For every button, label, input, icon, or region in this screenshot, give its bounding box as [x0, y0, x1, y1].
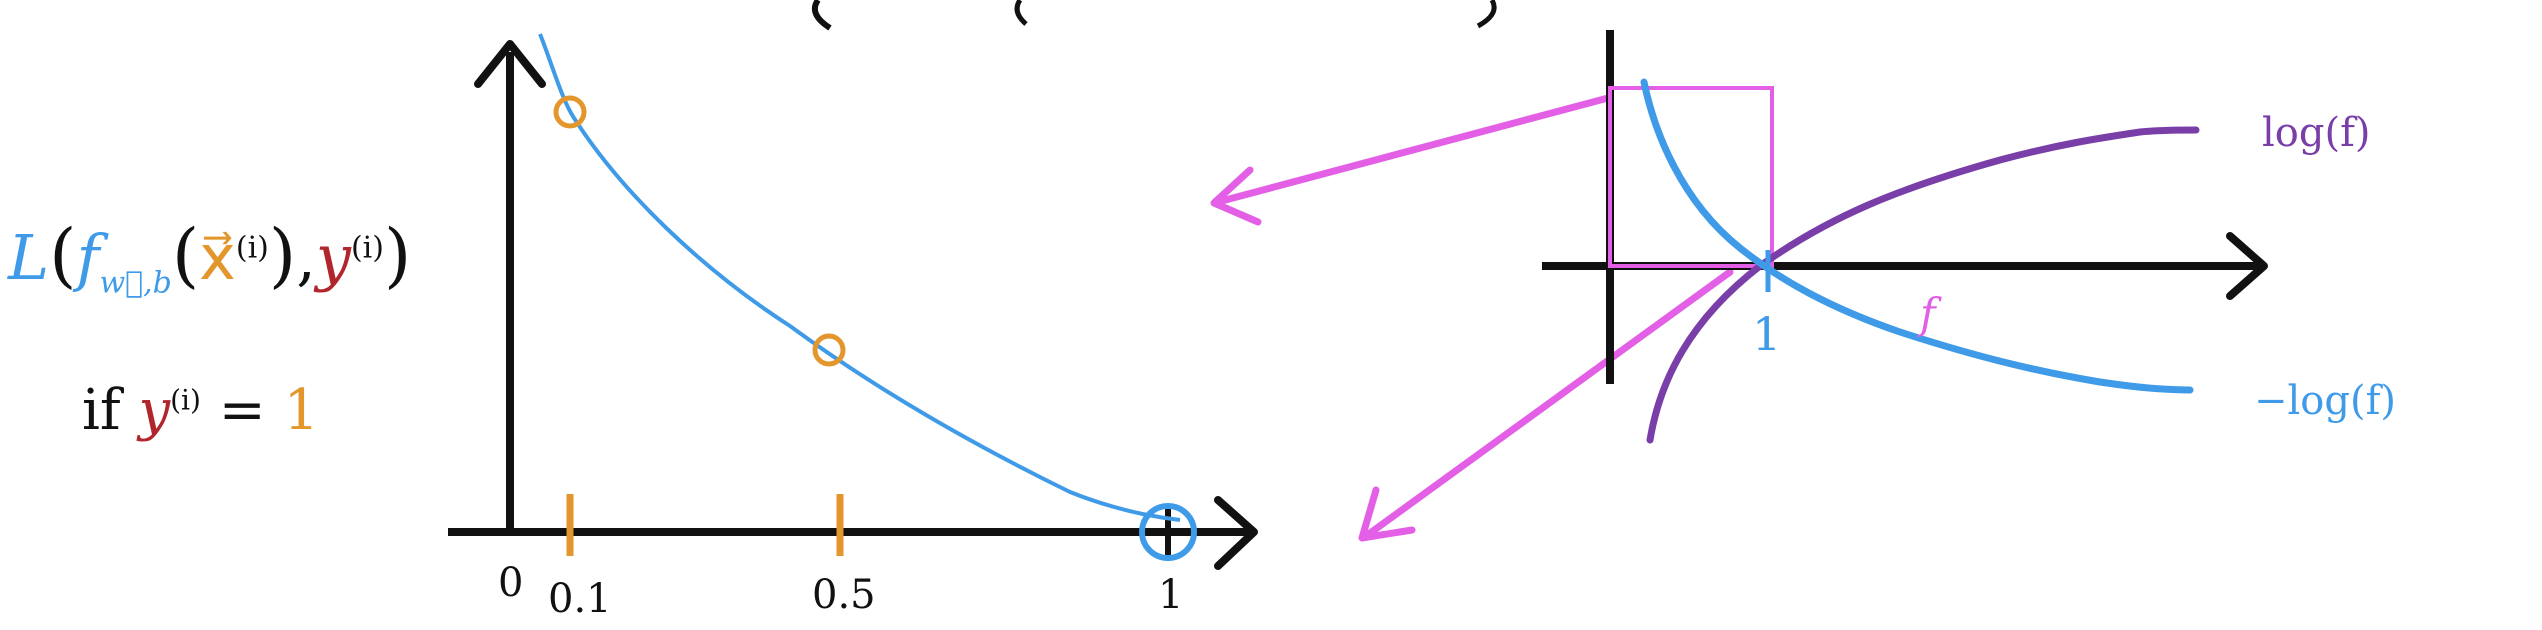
- neg-log-curve: [538, 33, 1181, 522]
- condition-label: if y(i) = 1: [82, 378, 319, 443]
- condition-y: y: [138, 378, 171, 443]
- highlight-box: [1608, 86, 1774, 268]
- log-curve: [1646, 126, 2200, 444]
- arrow-to-top-head: [1210, 166, 1262, 226]
- right-plot: 1 log(f) −log(f) f: [1542, 30, 2396, 444]
- model-f: f: [76, 221, 100, 294]
- log-label: log(f): [2262, 110, 2371, 156]
- sample-point-0.5: [812, 333, 846, 367]
- tick-label-0.5: 0.5: [812, 572, 876, 618]
- model-subscript: w⃗,b: [99, 265, 172, 301]
- left-y-arrowhead: [474, 40, 546, 88]
- origin-label: 0: [498, 560, 523, 606]
- target-y-sup: (i): [350, 230, 384, 266]
- loss-comma: ,: [296, 221, 316, 294]
- right-tick-label-1: 1: [1752, 307, 1781, 361]
- neg-log-label: −log(f): [2254, 378, 2396, 424]
- target-y: y: [315, 221, 351, 294]
- condition-if: if: [82, 378, 121, 443]
- input-x: x⃗: [199, 221, 236, 294]
- condition-value: 1: [283, 378, 320, 443]
- tick-label-1: 1: [1158, 572, 1183, 618]
- f-label: f: [1917, 289, 1942, 338]
- neg-log-curve-right: [1640, 78, 2194, 394]
- left-x-arrowhead: [1214, 496, 1258, 570]
- condition-y-sup: (i): [170, 383, 201, 417]
- arrow-to-top: [1214, 94, 1612, 206]
- sample-point-1: [1139, 503, 1197, 561]
- arrow-to-bottom-head: [1358, 486, 1416, 542]
- right-x-arrowhead: [2226, 232, 2268, 300]
- loss-function-label: L(fw⃗,b(x⃗(i)),y(i)): [8, 214, 412, 301]
- sample-point-0.1: [553, 95, 587, 129]
- tick-label-0.1: 0.1: [548, 576, 612, 622]
- input-x-sup: (i): [235, 230, 269, 266]
- loss-symbol: L: [8, 221, 50, 294]
- condition-equals: =: [218, 378, 266, 443]
- arrow-to-bottom: [1362, 268, 1734, 540]
- left-plot: 0 0.1 0.5 1: [448, 33, 1258, 622]
- connector-arrows: [1210, 94, 1734, 542]
- top-partial-formula: [812, 0, 1497, 31]
